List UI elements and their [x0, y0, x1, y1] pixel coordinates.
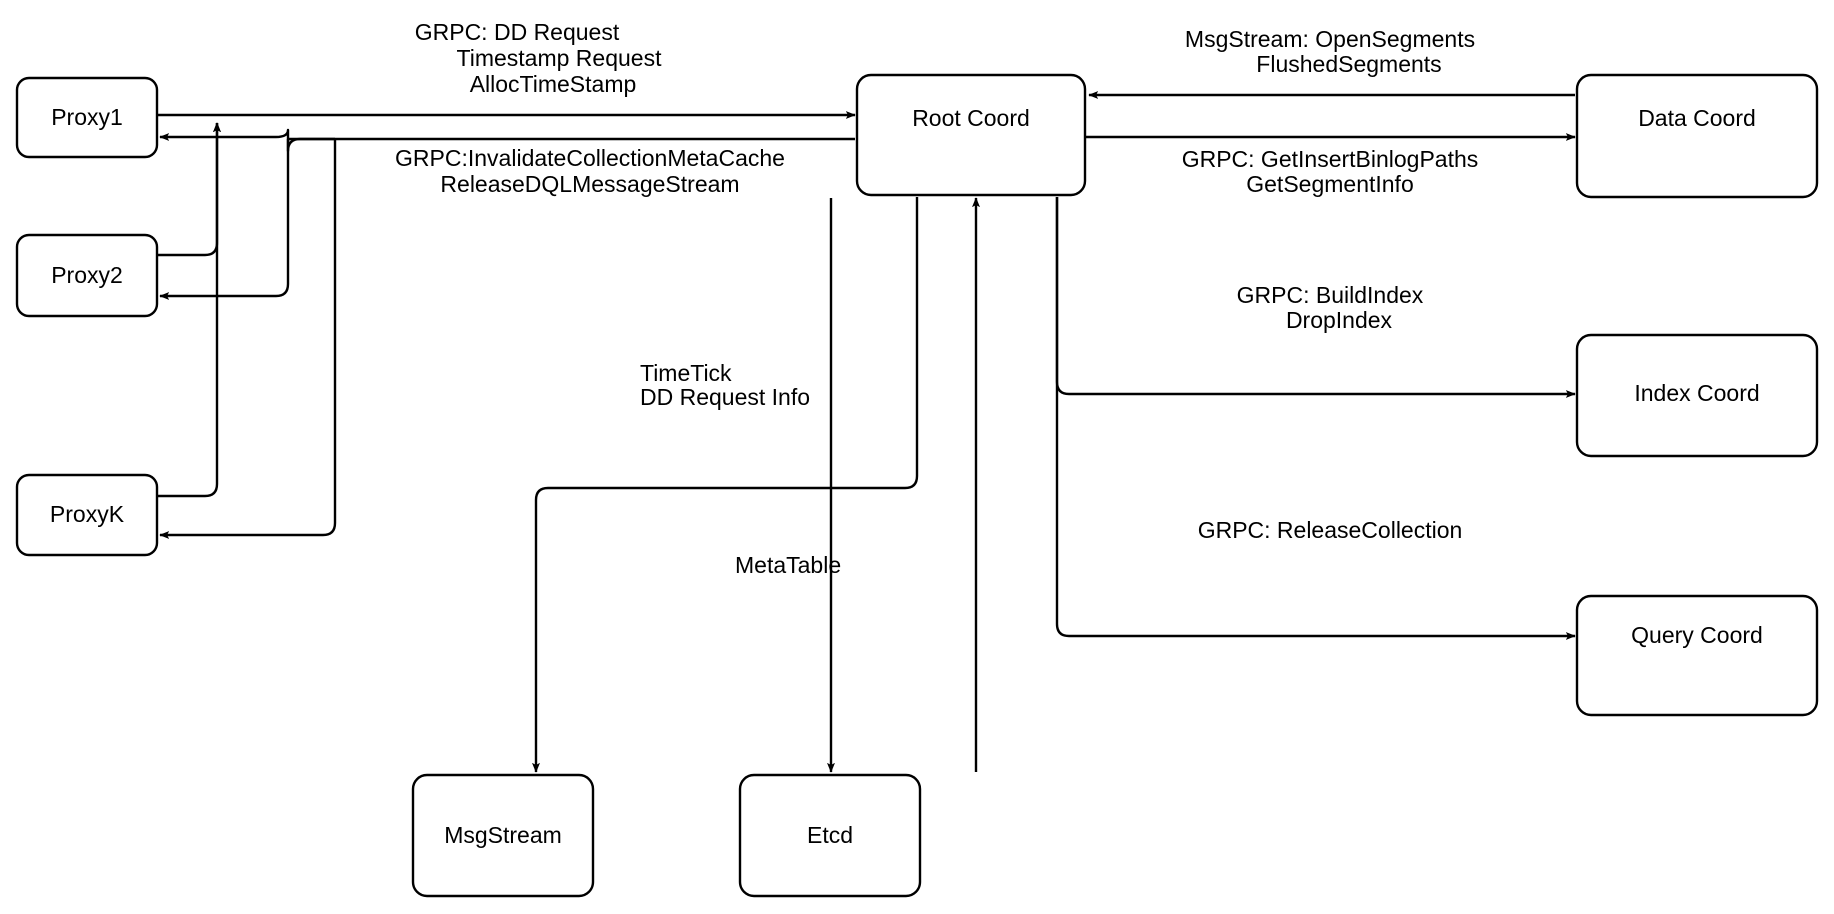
edge-label-rootcoord-to-indexcoord: GRPC: BuildIndex DropIndex: [1237, 282, 1424, 333]
edge-label-rootcoord-to-datacoord: GRPC: GetInsertBinlogPaths GetSegmentInf…: [1182, 146, 1479, 197]
edge-label-rootcoord-etcd: MetaTable: [735, 552, 841, 578]
edge-label-line: DropIndex: [1286, 307, 1393, 333]
edge-label-line: GRPC:InvalidateCollectionMetaCache: [395, 145, 785, 171]
edge-label-datacoord-to-rootcoord: MsgStream: OpenSegments FlushedSegments: [1185, 26, 1475, 77]
edge-label-line: MetaTable: [735, 552, 841, 578]
node-querycoord-label: Query Coord: [1631, 622, 1763, 648]
edge-label-line: FlushedSegments: [1256, 51, 1441, 77]
node-msgstream-shape[interactable]: [411, 773, 595, 898]
node-indexcoord-shape[interactable]: [1575, 333, 1819, 458]
edge-label-line: GRPC: DD Request: [415, 19, 620, 45]
edge-label-proxy-to-rootcoord: GRPC: DD Request Timestamp Request Alloc…: [415, 19, 662, 97]
node-proxy1[interactable]: Proxy1: [15, 76, 159, 159]
node-rootcoord-shape[interactable]: [855, 73, 1087, 197]
edge-rootcoord-to-querycoord: [1055, 197, 1576, 640]
node-querycoord[interactable]: Query Coord: [1575, 594, 1819, 717]
node-proxy2-shape[interactable]: [15, 233, 159, 318]
edge-label-line: GRPC: GetInsertBinlogPaths: [1182, 146, 1479, 172]
node-proxy1-label: Proxy1: [51, 104, 123, 130]
node-datacoord-label: Data Coord: [1638, 105, 1756, 131]
edge-rootcoord-to-msgstream: [532, 197, 919, 773]
node-proxyk-shape[interactable]: [15, 473, 159, 557]
edge-label-line: AllocTimeStamp: [470, 71, 637, 97]
edge-label-line: GRPC: ReleaseCollection: [1198, 517, 1463, 543]
edge-label-line: MsgStream: OpenSegments: [1185, 26, 1475, 52]
node-indexcoord-label: Index Coord: [1634, 380, 1759, 406]
node-querycoord-shape[interactable]: [1575, 594, 1819, 717]
node-proxy2-label: Proxy2: [51, 262, 123, 288]
node-etcd-label: Etcd: [807, 822, 853, 848]
edge-label-line: GRPC: BuildIndex: [1237, 282, 1424, 308]
edge-rootcoord-to-proxy2: [159, 139, 290, 300]
node-msgstream[interactable]: MsgStream: [411, 773, 595, 898]
edge-label-line: Timestamp Request: [457, 45, 663, 71]
node-rootcoord[interactable]: Root Coord: [855, 73, 1087, 197]
node-indexcoord[interactable]: Index Coord: [1575, 333, 1819, 458]
edge-label-rootcoord-to-msgstream: TimeTick DD Request Info: [640, 360, 810, 410]
edge-label-line: TimeTick: [640, 360, 732, 386]
edge-label-rootcoord-to-proxies: GRPC:InvalidateCollectionMetaCache Relea…: [395, 145, 785, 197]
edge-label-line: DD Request Info: [640, 384, 810, 410]
node-etcd[interactable]: Etcd: [738, 773, 922, 898]
node-proxyk[interactable]: ProxyK: [15, 473, 159, 557]
node-datacoord-shape[interactable]: [1575, 73, 1819, 199]
node-rootcoord-label: Root Coord: [912, 105, 1030, 131]
node-proxy2[interactable]: Proxy2: [15, 233, 159, 318]
node-etcd-shape[interactable]: [738, 773, 922, 898]
node-proxy1-shape[interactable]: [15, 76, 159, 159]
edge-proxy2-riser: [157, 122, 221, 257]
node-proxyk-label: ProxyK: [50, 501, 125, 527]
edge-label-line: GetSegmentInfo: [1246, 171, 1414, 197]
edge-rootcoord-to-proxyk: [159, 139, 337, 539]
edge-label-line: ReleaseDQLMessageStream: [440, 171, 739, 197]
edge-label-rootcoord-to-querycoord: GRPC: ReleaseCollection: [1198, 517, 1463, 543]
edge-proxyk-riser: [157, 122, 221, 498]
node-datacoord[interactable]: Data Coord: [1575, 73, 1819, 199]
node-msgstream-label: MsgStream: [444, 822, 562, 848]
